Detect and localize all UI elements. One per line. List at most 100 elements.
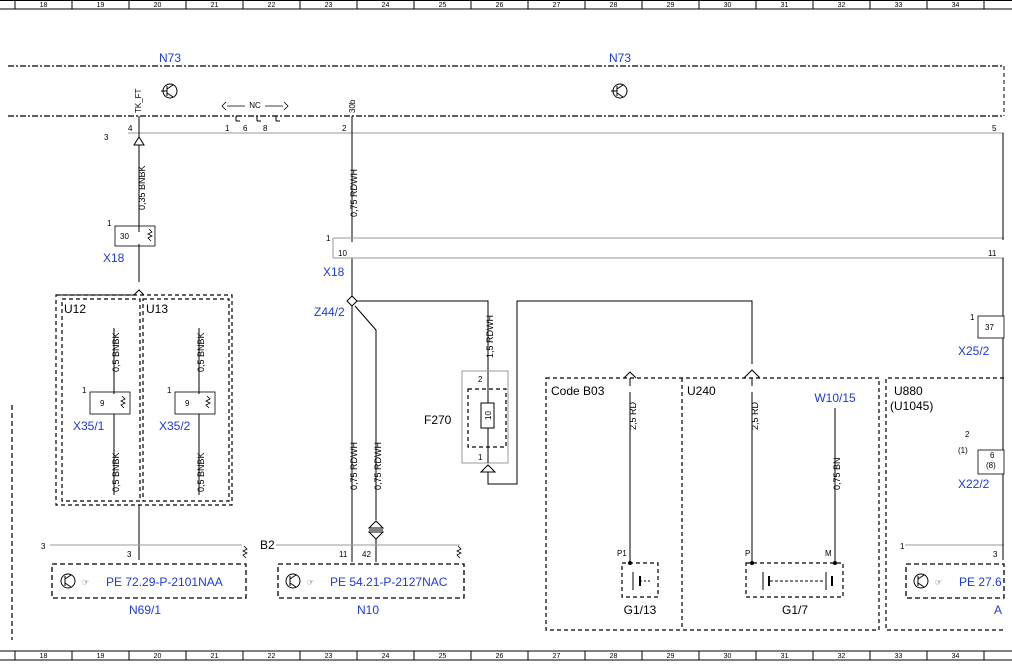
ruler-column-number: 34: [952, 2, 960, 9]
bus-pin-3: 3: [104, 133, 109, 142]
a-reference[interactable]: PE 27.6: [959, 575, 1002, 589]
ruler-column-number: 33: [895, 653, 903, 660]
x18-pin-1: 1: [107, 219, 112, 228]
ruler-column-number: 33: [895, 2, 903, 9]
n69-module: [50, 544, 248, 599]
nc-label: NC: [249, 101, 261, 110]
ruler-column-number: 29: [667, 2, 675, 9]
ruler-column-number: 31: [781, 2, 789, 9]
ruler-column-number: 19: [97, 653, 105, 660]
n73-right-label: N73: [609, 51, 631, 65]
ruler-column-number: 27: [553, 653, 561, 660]
wire-label-0-75-rdwh-b: 0,75 RDWH: [373, 442, 383, 490]
x18-label: X18: [103, 251, 125, 265]
n73-module-frame: [8, 65, 1005, 117]
reference-icon: ☞: [82, 578, 89, 587]
u13-label: U13: [146, 302, 168, 316]
x22-connector: [977, 449, 1005, 475]
bus-pin-4: 4: [128, 124, 133, 133]
ruler-column-number: 25: [439, 2, 447, 9]
bus-pin-8: 8: [263, 124, 268, 133]
x35-2-label: X35/2: [159, 419, 191, 433]
w10-15-label: W10/15: [814, 391, 856, 405]
x18-b-pin-11: 11: [988, 249, 997, 258]
wire-label-0-75-rdwh: 0,75 RDWH: [349, 169, 359, 217]
x22-pin-8: (8): [986, 461, 996, 470]
ruler-column-number: 18: [40, 653, 48, 660]
x22-num-2: 2: [965, 430, 970, 439]
f270-label: F270: [424, 413, 452, 427]
u240-label: U240: [687, 384, 716, 398]
ruler-column-number: 28: [610, 2, 618, 9]
u12-wire: [113, 328, 200, 495]
u880-label: U880: [894, 384, 923, 398]
a-pin-inner: 3: [993, 550, 998, 559]
bus-pin-1: 1: [225, 124, 230, 133]
x25-pin-1: 1: [970, 313, 975, 322]
n73-left-label: N73: [159, 51, 181, 65]
ruler-column-number: 26: [496, 653, 504, 660]
n69-name: N69/1: [129, 603, 161, 617]
f270-value: 10: [484, 411, 493, 420]
ruler-column-number: 21: [211, 2, 219, 9]
n10-reference[interactable]: PE 54.21-P-2127NAC: [330, 575, 448, 589]
f270-pin-bottom: 1: [478, 453, 483, 462]
ruler-column-number: 20: [154, 2, 162, 9]
ruler-column-number: 34: [952, 653, 960, 660]
x18-b-label: X18: [323, 265, 345, 279]
g1-7-m: M: [825, 549, 832, 558]
x22-label: X22/2: [958, 477, 990, 491]
f270-fuse: [461, 300, 753, 485]
n10-module: [276, 544, 465, 599]
b03-wires: [623, 369, 836, 563]
g1-7-label: G1/7: [782, 603, 808, 617]
n69-reference[interactable]: PE 72.29-P-2101NAA: [106, 575, 223, 589]
x35-1-pin-1: 1: [82, 386, 87, 395]
code-b03-label: Code B03: [551, 384, 605, 398]
ruler-column-number: 24: [382, 653, 390, 660]
x18-pin-30: 30: [120, 232, 129, 241]
transistor-icon: [611, 83, 628, 99]
ruler-column-number: 32: [838, 653, 846, 660]
x22-num-1: (1): [958, 446, 968, 455]
nc-pins: [235, 116, 280, 122]
ruler-column-number: 20: [154, 653, 162, 660]
ruler-column-number: 18: [40, 2, 48, 9]
wire-label-0-75-bn: 0,75 BN: [832, 457, 842, 490]
n10-pin-42: 42: [362, 550, 371, 559]
reference-icon: ☞: [307, 578, 314, 587]
u12-label: U12: [64, 302, 86, 316]
bus-pin-6: 6: [243, 124, 248, 133]
ruler-column-number: 22: [268, 2, 276, 9]
ruler-column-number: 31: [781, 653, 789, 660]
n10-pin-outer: B2: [260, 538, 275, 552]
x35-1-label: X35/1: [73, 419, 105, 433]
ruler-column-number: 27: [553, 2, 561, 9]
x35-1-connector: [89, 391, 131, 415]
tk-ft-label: TK_FT: [134, 88, 143, 113]
x25-label: X25/2: [958, 344, 990, 358]
g1-13-p1: P1: [617, 549, 627, 558]
reference-icon: ☞: [935, 578, 942, 587]
ruler-column-number: 28: [610, 653, 618, 660]
ruler-column-number: 29: [667, 653, 675, 660]
ruler-column-number: 26: [496, 2, 504, 9]
wire-label-u12-bottom: 0,5 BNBK: [111, 452, 121, 492]
x35-2-pin-9: 9: [185, 399, 190, 408]
wire-label-2-5-rd-a: 2,5 RD: [628, 401, 638, 430]
x35-1-pin-9: 9: [100, 399, 105, 408]
b03-u240-group: [545, 377, 880, 631]
ground-symbol: [367, 520, 385, 562]
x35-2-connector: [174, 391, 216, 415]
x25-pin-37: 37: [985, 323, 994, 332]
a-pin-outer: 1: [900, 542, 905, 551]
ruler-column-number: 21: [211, 653, 219, 660]
u1045-label: (U1045): [890, 399, 933, 413]
g1-7-p: P: [745, 549, 750, 558]
wire-label-u13-bottom: 0,5 BNBK: [196, 452, 206, 492]
x18-b-connector: [332, 237, 1004, 259]
transistor-icon: [161, 83, 178, 99]
n69-pin-outer: 3: [41, 542, 46, 551]
middle-branch-wire: [346, 116, 489, 562]
